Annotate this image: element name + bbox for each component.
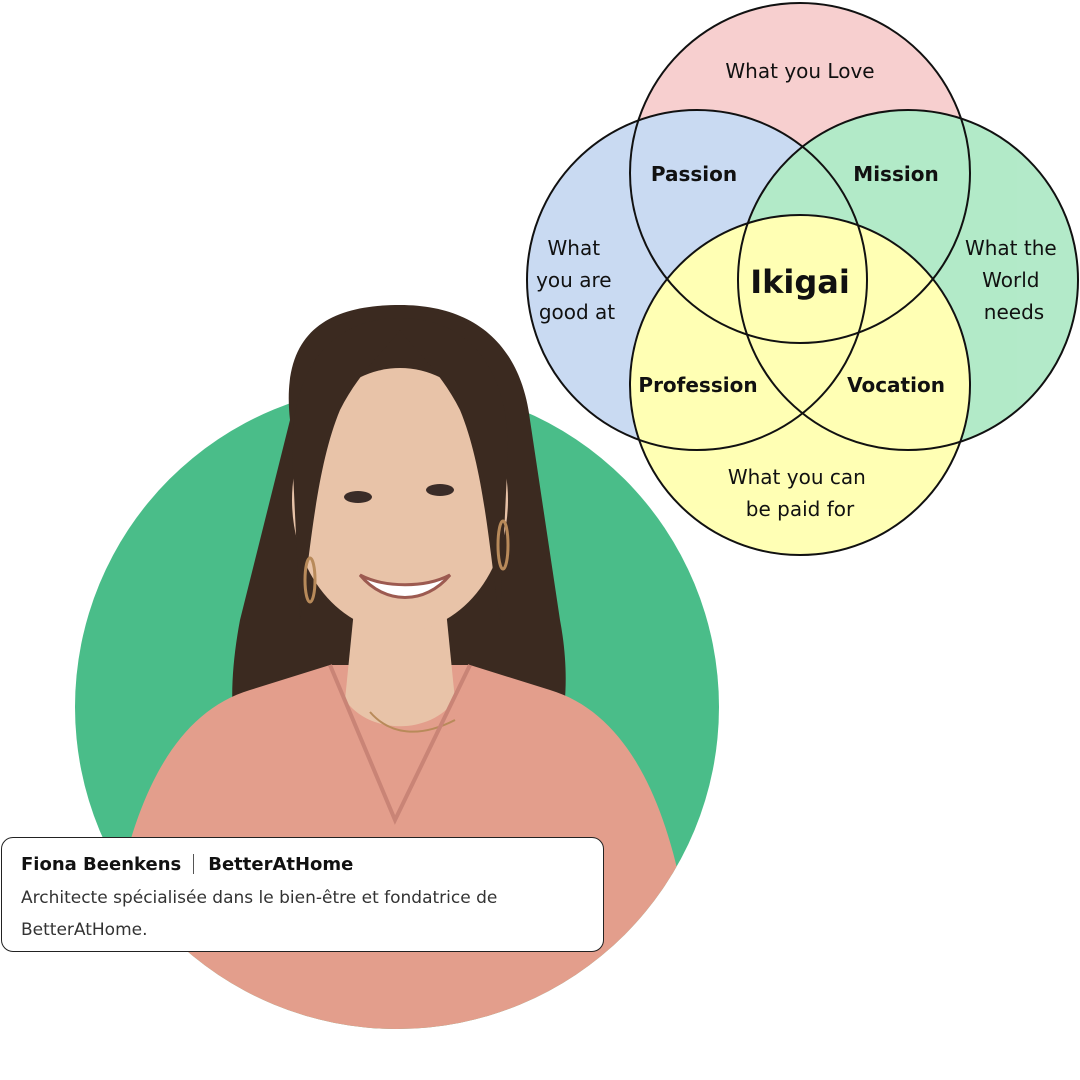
label-world-needs-line3: needs (984, 300, 1044, 324)
label-paid-for-line1: What you can (728, 465, 866, 489)
person-name: Fiona Beenkens (21, 853, 182, 875)
earring-right (496, 519, 510, 571)
eye-left (344, 491, 372, 503)
caption-separator (193, 854, 195, 874)
circle-good-at-outline (526, 109, 868, 451)
necklace (369, 711, 456, 733)
circle-paid-for-outline (629, 214, 971, 556)
hair-front (292, 318, 508, 620)
label-world-needs-line1: What the (965, 236, 1057, 260)
label-world-needs-line2: World (982, 268, 1039, 292)
label-vocation: Vocation (847, 373, 945, 397)
caption-header: Fiona Beenkens BetterAtHome (21, 852, 585, 876)
person-description: Architecte spécialisée dans le bien-être… (21, 888, 498, 940)
label-profession: Profession (638, 373, 757, 397)
label-paid-for-line2: be paid for (746, 497, 855, 521)
caption-card: Fiona Beenkens BetterAtHome Architecte s… (1, 837, 604, 952)
label-mission: Mission (853, 162, 938, 186)
face (292, 368, 508, 632)
label-ikigai: Ikigai (750, 263, 850, 301)
label-good-at-line3: good at (539, 300, 615, 324)
company-name: BetterAtHome (208, 853, 354, 875)
label-good-at-line1: What (548, 236, 601, 260)
label-passion: Passion (651, 162, 737, 186)
earring-left (303, 556, 317, 604)
circle-paid-for (630, 215, 970, 555)
circle-love-outline (629, 2, 971, 344)
label-paid-for: What you can be paid for (728, 465, 872, 521)
eye-right (426, 484, 454, 496)
smile (358, 573, 452, 599)
circle-world-needs-outline (737, 109, 1079, 451)
label-world-needs: What the World needs (965, 236, 1063, 324)
shirt-collar (328, 664, 472, 825)
label-love: What you Love (725, 59, 874, 83)
label-good-at-line2: you are (536, 268, 611, 292)
label-good-at: What you are good at (536, 236, 618, 324)
neck (345, 600, 455, 727)
